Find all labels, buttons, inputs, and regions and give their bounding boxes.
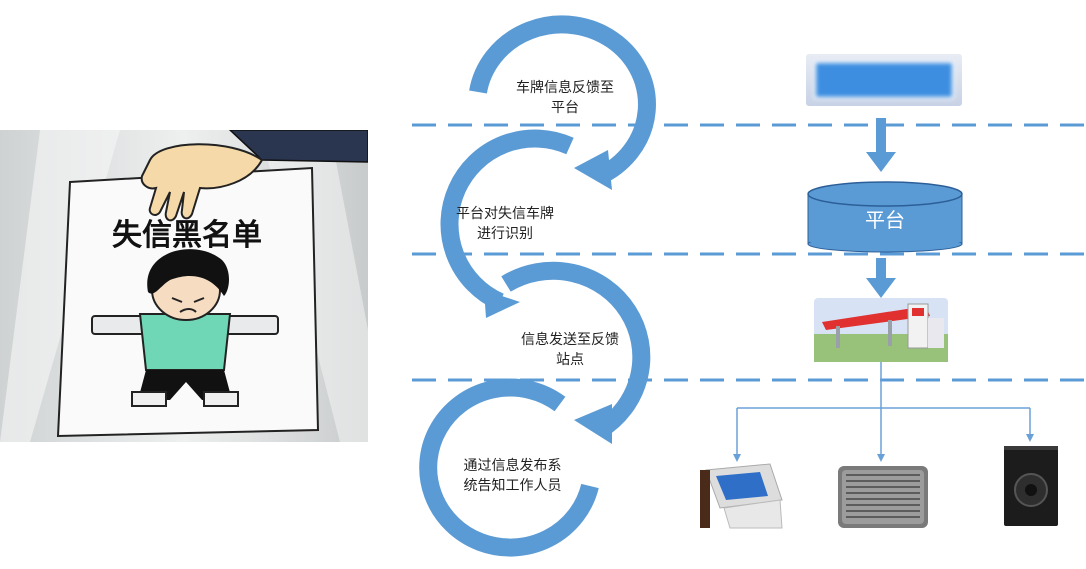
blurred-plate-number: [814, 61, 954, 99]
license-plate-image: [806, 54, 962, 106]
kiosk-terminal-icon: [696, 462, 783, 529]
mouth: [179, 308, 197, 313]
step-4-line-1: 通过信息发布系: [463, 458, 562, 474]
down-arrow-head: [866, 152, 896, 172]
hand: [140, 143, 264, 222]
right-shoe: [203, 391, 239, 407]
step-4-text: 通过信息发布系 统告知工作人员: [440, 456, 585, 496]
down-arrow-shaft: [876, 258, 886, 280]
step-3-text: 信息发送至反馈 站点: [505, 330, 635, 370]
step-2-line-2: 进行识别: [477, 226, 533, 242]
blacklist-cartoon-illustration: [0, 130, 368, 442]
down-arrow-shaft: [876, 118, 886, 154]
cycle-arrow-4: [419, 378, 599, 557]
step-1-line-1: 车牌信息反馈至: [516, 80, 614, 96]
step-2-line-1: 平台对失信车牌: [456, 206, 554, 222]
cycle-arrow-3: [501, 261, 651, 438]
cycle-arrow-1-head: [574, 150, 612, 190]
hair: [147, 249, 229, 296]
cycle-arrow-2-head: [484, 290, 520, 318]
platform-database-icon: [807, 181, 963, 253]
sleeve: [228, 130, 368, 163]
gas-station-image: [814, 298, 948, 362]
led-display-panel-icon: [838, 466, 928, 528]
step-3-line-1: 信息发送至反馈: [521, 332, 619, 348]
eyes: [171, 297, 205, 303]
cycle-arrow-3-head: [574, 404, 612, 444]
step-4-line-2: 统告知工作人员: [463, 478, 562, 494]
step-2-text: 平台对失信车牌 进行识别: [440, 204, 570, 244]
cycle-arrow-2: [440, 129, 574, 311]
platform-label: 平台: [865, 208, 905, 232]
step-1-text: 车牌信息反馈至 平台: [500, 78, 630, 118]
step-3-line-2: 站点: [556, 352, 584, 368]
blacklist-title: 失信黑名单: [112, 218, 262, 253]
left-shoe: [131, 391, 167, 407]
loudspeaker-icon: [1004, 446, 1058, 526]
down-arrow-head: [866, 278, 896, 298]
step-1-line-2: 平台: [551, 100, 579, 116]
cycle-arrow-1: [469, 15, 656, 185]
